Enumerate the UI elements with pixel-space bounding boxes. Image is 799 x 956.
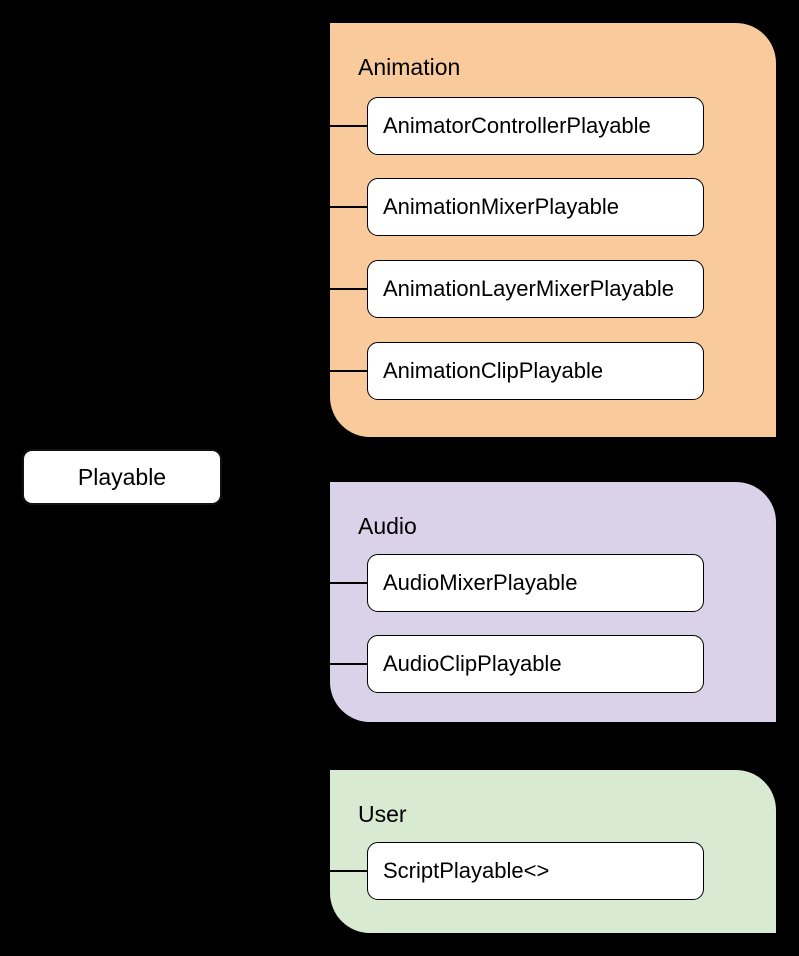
class-box-audio-mixer-playable: AudioMixerPlayable [367, 554, 704, 612]
connector-stub [330, 288, 367, 290]
class-box-label: AudioMixerPlayable [383, 570, 578, 595]
class-box-animation-layer-mixer-playable: AnimationLayerMixerPlayable [367, 260, 704, 318]
group-animation-title: Animation [358, 54, 461, 80]
class-box-animator-controller-playable: AnimatorControllerPlayable [367, 97, 704, 155]
class-box-animation-mixer-playable: AnimationMixerPlayable [367, 178, 704, 236]
connector-stub [330, 870, 367, 872]
class-box-label: ScriptPlayable<> [383, 858, 550, 883]
group-animation-panel: Animation AnimatorControllerPlayable Ani… [330, 23, 776, 437]
group-user-panel: User ScriptPlayable<> [330, 770, 776, 933]
connector-stub [330, 370, 367, 372]
connector-stub [330, 125, 367, 127]
class-box-audio-clip-playable: AudioClipPlayable [367, 635, 704, 693]
connector-elbows [222, 125, 330, 872]
group-audio-panel: Audio AudioMixerPlayable AudioClipPlayab… [330, 482, 776, 722]
class-box-label: AnimationLayerMixerPlayable [383, 276, 675, 301]
playable-root-label: Playable [77, 463, 167, 490]
playable-root-box: Playable [22, 449, 222, 505]
connector-stub [330, 663, 367, 665]
group-user-title: User [358, 801, 407, 827]
class-box-label: AnimationMixerPlayable [383, 194, 619, 219]
connector-stub [330, 206, 367, 208]
class-box-label: AnimatorControllerPlayable [383, 113, 651, 138]
class-box-label: AudioClipPlayable [383, 651, 562, 676]
class-box-script-playable: ScriptPlayable<> [367, 842, 704, 900]
class-box-label: AnimationClipPlayable [383, 358, 604, 383]
class-box-animation-clip-playable: AnimationClipPlayable [367, 342, 704, 400]
group-audio-title: Audio [358, 513, 417, 539]
connector-stub [330, 582, 367, 584]
